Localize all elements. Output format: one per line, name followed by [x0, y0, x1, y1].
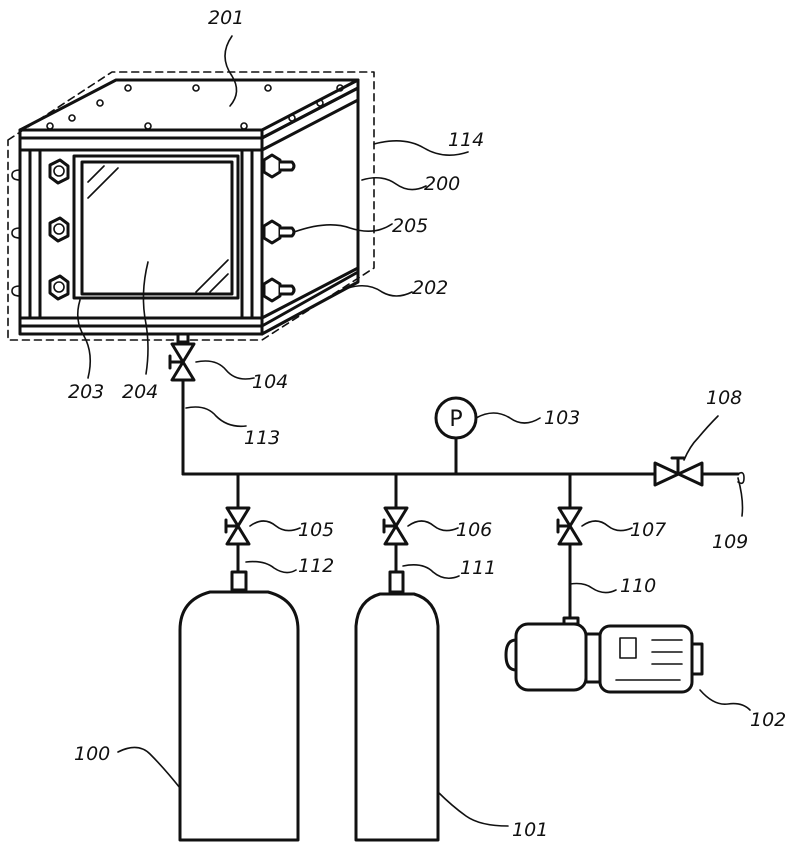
label-113: 113 [244, 427, 280, 449]
label-200: 200 [424, 173, 460, 195]
label-111: 111 [460, 557, 496, 579]
label-108: 108 [706, 387, 742, 409]
valve-107 [558, 508, 581, 544]
valve-106 [384, 508, 407, 544]
label-101: 101 [512, 819, 548, 841]
valve-108 [655, 458, 702, 485]
label-110: 110 [620, 575, 656, 597]
label-112: 112 [298, 555, 334, 577]
cylinder-101 [356, 572, 438, 840]
label-201: 201 [208, 7, 244, 29]
label-203: 203 [68, 381, 104, 403]
label-205: 205 [392, 215, 428, 237]
glass-hatch [88, 166, 228, 292]
label-202: 202 [412, 277, 448, 299]
chamber [8, 72, 374, 342]
label-100: 100 [74, 743, 110, 765]
pressure-gauge: P [436, 398, 476, 438]
vacuum-pump [506, 618, 702, 692]
label-106: 106 [456, 519, 492, 541]
valve-105 [226, 508, 249, 544]
label-107: 107 [630, 519, 666, 541]
side-bolts [264, 155, 294, 301]
label-105: 105 [298, 519, 334, 541]
label-103: 103 [544, 407, 580, 429]
chamber-lid [20, 80, 358, 130]
label-109: 109 [712, 531, 748, 553]
valve-104 [170, 344, 194, 380]
cylinder-100 [180, 572, 298, 840]
label-204: 204 [122, 381, 158, 403]
window-frame [74, 156, 238, 298]
label-114: 114 [448, 129, 484, 151]
label-102: 102 [750, 709, 786, 731]
gauge-symbol: P [449, 407, 462, 432]
label-104: 104 [252, 371, 288, 393]
dashed-enclosure [8, 72, 374, 340]
